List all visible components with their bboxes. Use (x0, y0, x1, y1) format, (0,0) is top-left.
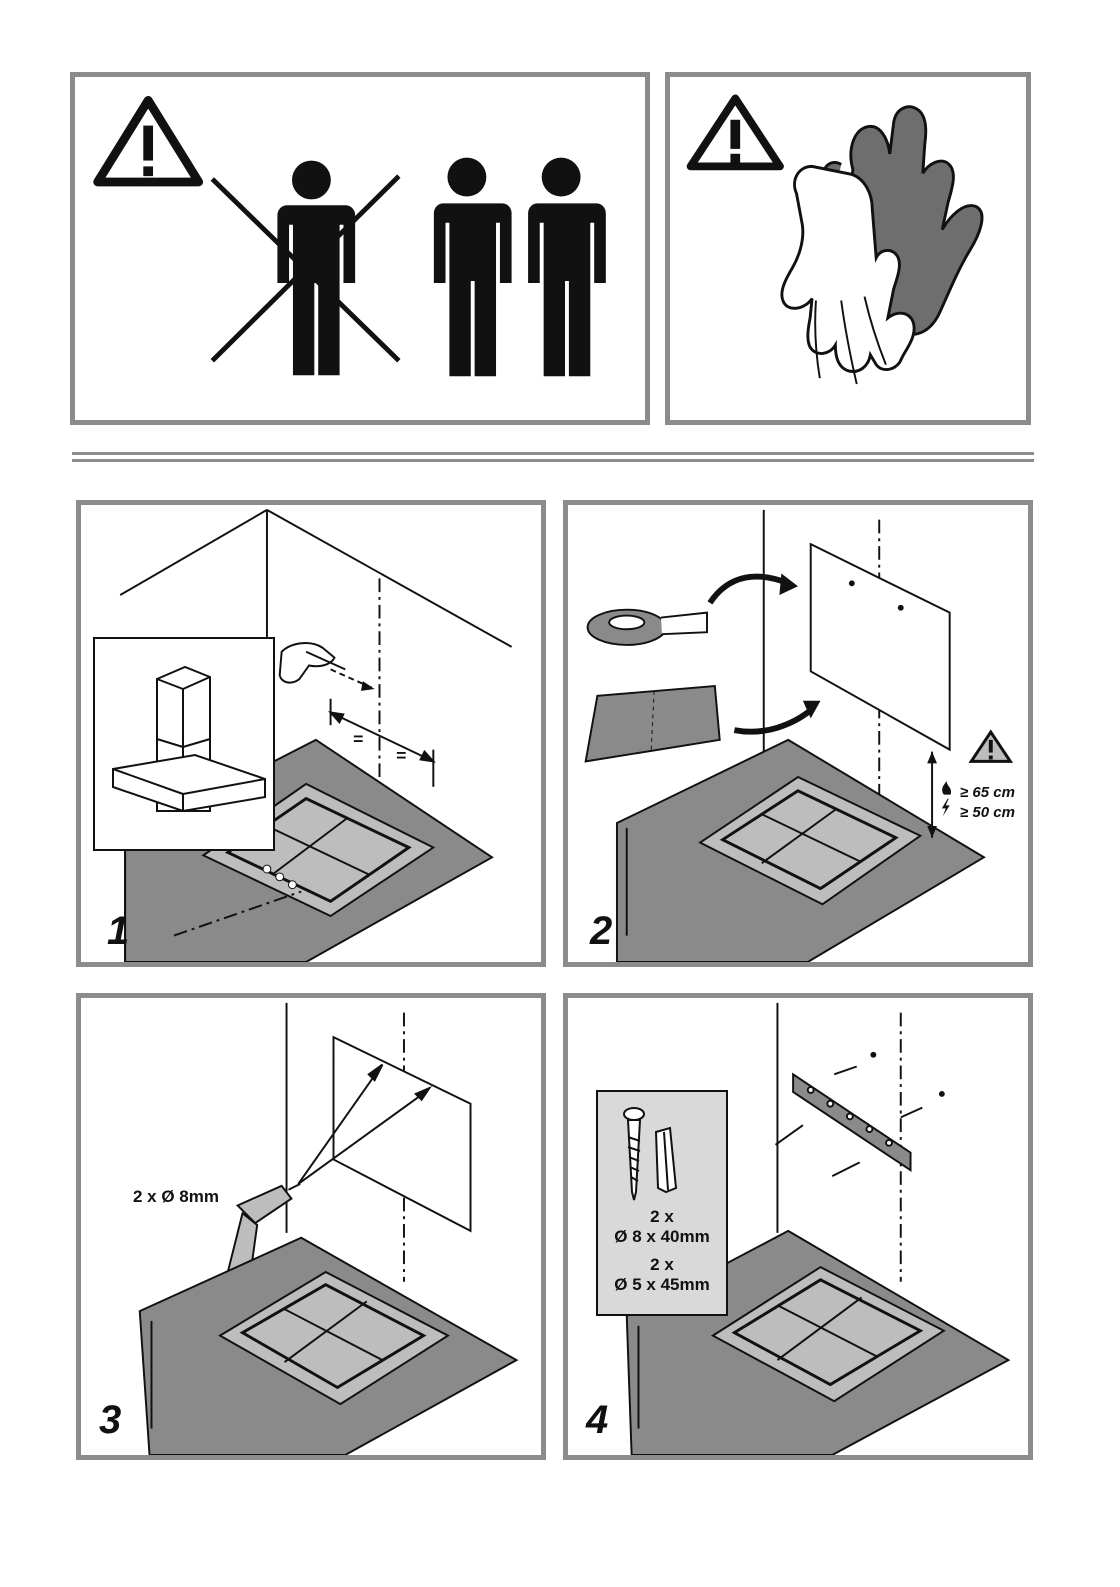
step-number: 4 (586, 1400, 608, 1440)
gloves-warning-panel (665, 72, 1031, 425)
two-person-warning-panel (70, 72, 650, 425)
svg-text:=: = (353, 729, 363, 749)
wall-bracket-icon (793, 1074, 910, 1170)
clearance-gas-label: ≥ 65 cm (960, 785, 1015, 802)
lightning-icon (942, 799, 950, 817)
step-number: 3 (99, 1400, 121, 1440)
step-3-panel: 2 x Ø 8mm 3 (76, 993, 546, 1460)
warning-triangle-icon (971, 732, 1010, 761)
wall-plug-icon (656, 1128, 676, 1192)
warning-triangle-icon (691, 98, 780, 166)
plug-size: Ø 5 x 45mm (598, 1276, 726, 1295)
step-3-illustration (81, 998, 541, 1455)
drill-size-label: 2 x Ø 8mm (133, 1188, 219, 1207)
drilling-template (334, 1037, 471, 1231)
adhesive-tape-icon (588, 610, 707, 645)
svg-text:=: = (396, 745, 406, 765)
two-person-illustration (75, 77, 645, 420)
screw-quantity: 2 x (598, 1208, 726, 1227)
plug-quantity: 2 x (598, 1256, 726, 1275)
screw-icon (624, 1108, 644, 1200)
two-persons-icon (432, 158, 606, 377)
step-4-panel: 2 x Ø 8 x 40mm 2 x Ø 5 x 45mm 4 (563, 993, 1033, 1460)
screw-size: Ø 8 x 40mm (598, 1228, 726, 1247)
section-divider-bottom (72, 459, 1034, 462)
step-2-illustration (568, 505, 1028, 962)
protective-gloves-icon (782, 107, 982, 384)
step-number: 1 (107, 911, 129, 951)
step-1-panel: = = 1 (76, 500, 546, 967)
section-divider-top (72, 452, 1034, 455)
step-2-panel: ≥ 65 cm ≥ 50 cm 2 (563, 500, 1033, 967)
warning-triangle-icon (98, 100, 199, 182)
step-number: 2 (590, 911, 612, 951)
clearance-electric-label: ≥ 50 cm (960, 805, 1015, 822)
flame-icon (942, 781, 951, 795)
chimney-hood-icon (95, 639, 273, 849)
gloves-illustration (670, 77, 1026, 420)
single-person-icon (277, 161, 355, 376)
hardware-kit-box: 2 x Ø 8 x 40mm 2 x Ø 5 x 45mm (596, 1090, 728, 1316)
hood-inset (93, 637, 275, 851)
hand-marking-icon (280, 643, 346, 683)
